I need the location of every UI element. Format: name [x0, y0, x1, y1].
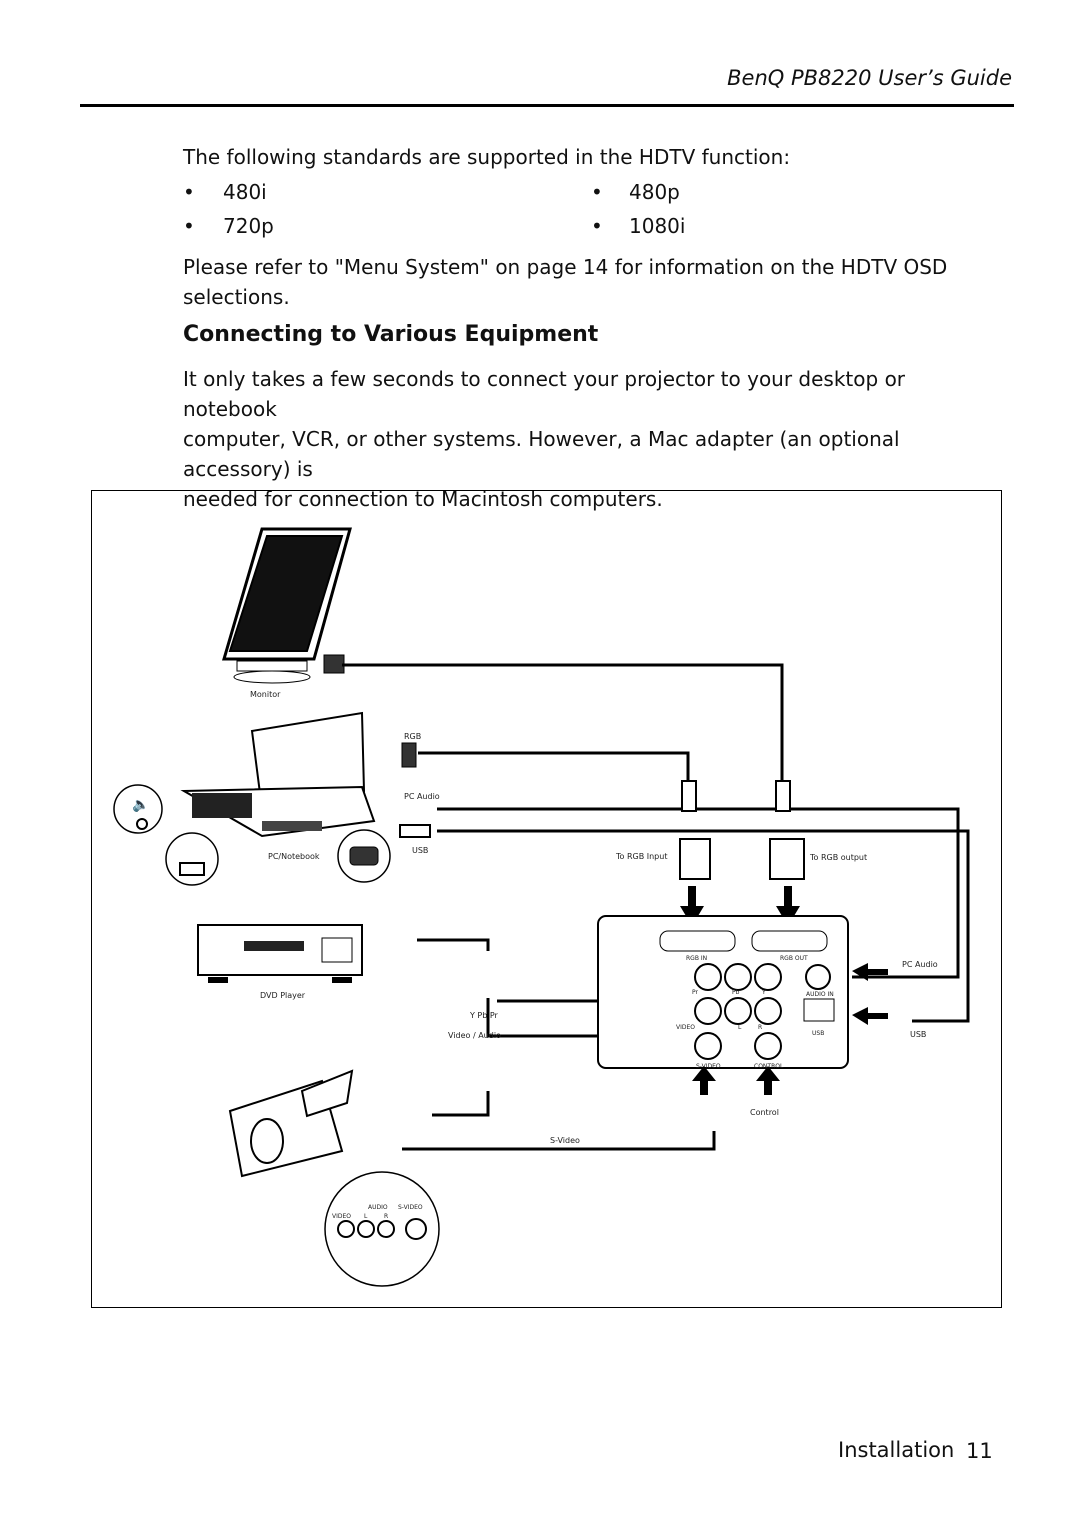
connection-diagram: Monitor 🔈 PC/Notebook RGB PC Audio USB — [91, 490, 1002, 1308]
hdtv-intro: The following standards are supported in… — [183, 145, 791, 169]
usb-port-icon — [179, 862, 205, 876]
section-body-line-3: needed for connection to Macintosh compu… — [183, 487, 663, 511]
bullet: • — [591, 214, 603, 238]
dvd-player-icon — [197, 924, 363, 983]
label-to-rgb-input: To RGB Input — [615, 852, 667, 861]
arrow-left-icon — [852, 963, 888, 981]
speaker-circle — [113, 784, 163, 834]
osd-note-line-1: Please refer to "Menu System" on page 14… — [183, 255, 948, 279]
section-body-line-2: computer, VCR, or other systems. However… — [183, 427, 900, 481]
bullet: • — [183, 180, 195, 204]
guide-title: BenQ PB8220 User’s Guide — [727, 66, 1012, 90]
panel-usb: USB — [812, 1030, 824, 1037]
panel-r: R — [758, 1024, 762, 1031]
panel-pr: Pr — [692, 989, 699, 996]
usb-circle — [165, 832, 219, 886]
standard-480p: 480p — [629, 180, 680, 204]
cables — [342, 663, 970, 1151]
arrow-left-icon — [852, 1007, 888, 1025]
label-rgb: RGB — [404, 732, 421, 741]
standard-480i: 480i — [223, 180, 267, 204]
vga-port-icon — [349, 846, 379, 866]
projector-panel — [597, 915, 849, 1069]
label-dvd-player: DVD Player — [260, 991, 306, 1000]
label-to-rgb-output: To RGB output — [809, 853, 867, 862]
osd-note-line-2: selections. — [183, 285, 290, 309]
cam-r: R — [384, 1213, 388, 1220]
osd-note: Please refer to "Menu System" on page 14… — [183, 252, 1003, 312]
speaker-icon: 🔈 — [132, 797, 149, 813]
section-body: It only takes a few seconds to connect y… — [183, 364, 1003, 514]
notebook-icon — [180, 711, 376, 838]
panel-rgb-out: RGB OUT — [780, 955, 808, 962]
panel-audio-in: AUDIO IN — [806, 991, 834, 998]
rgb-plug-icon — [401, 742, 417, 768]
panel-pb: Pb — [732, 989, 740, 996]
standard-720p: 720p — [223, 214, 274, 238]
section-body-line-1: It only takes a few seconds to connect y… — [183, 367, 906, 421]
bullet: • — [591, 180, 603, 204]
arrow-up-icon — [692, 1066, 716, 1095]
panel-l: L — [738, 1024, 742, 1031]
bullet: • — [183, 214, 195, 238]
label-y-pb-pr: Y Pb Pr — [469, 1011, 499, 1020]
usb-plug-left-icon — [399, 824, 431, 838]
monitor-icon — [221, 527, 352, 684]
vga-connector-output-icon — [769, 838, 805, 880]
label-s-video: S-Video — [550, 1136, 580, 1145]
section-heading: Connecting to Various Equipment — [183, 322, 599, 347]
panel-video: VIDEO — [676, 1024, 695, 1031]
label-pc-audio-right: PC Audio — [902, 960, 938, 969]
standard-1080i: 1080i — [629, 214, 686, 238]
cam-s-video: S-VIDEO — [398, 1204, 423, 1211]
camcorder-icon — [228, 1069, 354, 1178]
footer-section-name: Installation — [838, 1438, 955, 1462]
cam-audio: AUDIO — [368, 1204, 388, 1211]
panel-control: CONTROL — [754, 1063, 784, 1070]
panel-s-video: S-VIDEO — [696, 1063, 721, 1070]
arrow-up-icon — [756, 1066, 780, 1095]
label-monitor: Monitor — [250, 690, 281, 699]
header-divider — [80, 104, 1014, 107]
panel-rgb-in: RGB IN — [686, 955, 707, 962]
label-usb-left: USB — [412, 846, 428, 855]
cam-l: L — [364, 1213, 368, 1220]
label-usb-right: USB — [910, 1030, 926, 1039]
connection-diagram-svg: Monitor 🔈 PC/Notebook RGB PC Audio USB — [113, 527, 970, 1287]
label-video-audio: Video / Audio — [448, 1031, 501, 1040]
panel-y: Y — [761, 989, 766, 996]
cam-video: VIDEO — [332, 1213, 351, 1220]
label-control: Control — [750, 1108, 779, 1117]
vga-connector-input-icon — [679, 838, 711, 880]
label-pc-audio-left: PC Audio — [404, 792, 440, 801]
label-pc-notebook: PC/Notebook — [268, 852, 320, 861]
footer-page-number: 11 — [966, 1439, 993, 1463]
